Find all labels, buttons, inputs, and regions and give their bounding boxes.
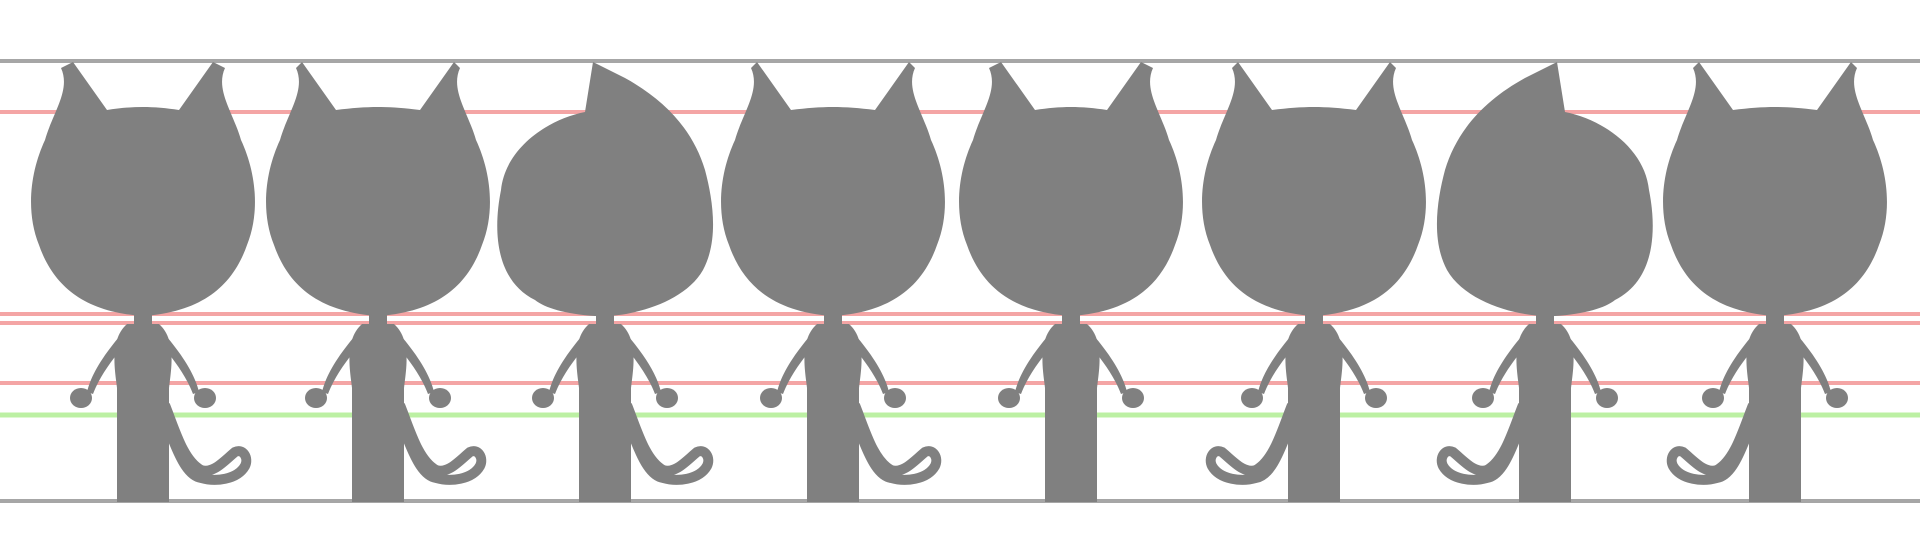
cat-paw	[1122, 388, 1144, 408]
cat-paw	[1365, 388, 1387, 408]
cat-head	[497, 62, 714, 317]
cat-right-arm	[157, 330, 199, 394]
cat-tail	[1436, 403, 1528, 485]
cat-torso	[1746, 324, 1804, 502]
silhouette-row	[31, 62, 1887, 502]
cat-right-arm	[619, 330, 661, 394]
cat-tail	[395, 403, 487, 485]
cat-right-arm	[1789, 330, 1831, 394]
cat-paw	[1472, 388, 1494, 408]
cat-paw	[70, 388, 92, 408]
cat-head	[1202, 62, 1426, 316]
red-guide-line	[0, 381, 1920, 385]
cat-paw	[1826, 388, 1848, 408]
cat-paw	[760, 388, 782, 408]
red-guide-line	[0, 321, 1920, 325]
red-guide-line	[0, 110, 1920, 114]
cat-head	[959, 62, 1183, 316]
cat-left-arm	[87, 330, 129, 394]
cat-silhouette-front	[31, 62, 255, 502]
cat-head	[31, 62, 255, 316]
cat-paw	[1596, 388, 1618, 408]
cat-tail	[622, 403, 714, 485]
cat-head	[721, 62, 945, 316]
cat-neck	[134, 312, 152, 326]
cat-silhouette-side-right	[497, 62, 714, 502]
cat-neck	[1062, 312, 1080, 326]
cat-torso	[1042, 324, 1100, 502]
cat-left-arm	[1015, 330, 1057, 394]
cat-neck	[596, 312, 614, 326]
cat-torso	[804, 324, 862, 502]
cat-silhouette-front-three-quarter-left	[1663, 62, 1887, 502]
cat-left-arm	[1489, 330, 1531, 394]
cat-left-arm	[549, 330, 591, 394]
cat-paw	[194, 388, 216, 408]
cat-paw	[532, 388, 554, 408]
cat-right-arm	[1328, 330, 1370, 394]
guide-lines	[0, 59, 1920, 503]
cat-right-arm	[392, 330, 434, 394]
cat-torso	[114, 324, 172, 502]
cat-head	[266, 62, 490, 316]
cat-tail	[1205, 403, 1297, 485]
cat-neck	[1766, 312, 1784, 326]
cat-paw	[429, 388, 451, 408]
cat-torso	[1285, 324, 1343, 502]
cat-neck	[369, 312, 387, 326]
cat-tail	[850, 403, 942, 485]
cat-paw	[656, 388, 678, 408]
cat-left-arm	[322, 330, 364, 394]
cat-paw	[305, 388, 327, 408]
boundary-guide-line	[0, 499, 1920, 503]
cat-silhouette-back-three-quarter-right	[721, 62, 945, 502]
cat-paw	[1241, 388, 1263, 408]
cat-silhouette-side-left	[1436, 62, 1653, 502]
cat-right-arm	[847, 330, 889, 394]
cat-paw	[998, 388, 1020, 408]
cat-silhouette-front-three-quarter-right	[266, 62, 490, 502]
cat-torso	[1516, 324, 1574, 502]
cat-right-arm	[1085, 330, 1127, 394]
cat-tail	[160, 403, 252, 485]
cat-left-arm	[1258, 330, 1300, 394]
red-guide-line	[0, 312, 1920, 316]
cat-neck	[824, 312, 842, 326]
cat-neck	[1536, 312, 1554, 326]
cat-head	[1436, 62, 1653, 317]
cat-head	[1663, 62, 1887, 316]
cat-neck	[1305, 312, 1323, 326]
cat-left-arm	[1719, 330, 1761, 394]
cat-paw	[884, 388, 906, 408]
cat-silhouette-back-three-quarter-left	[1202, 62, 1426, 502]
green-guide-line	[0, 412, 1920, 418]
cat-silhouette-back	[959, 62, 1183, 502]
cat-right-arm	[1559, 330, 1601, 394]
cat-torso	[576, 324, 634, 502]
boundary-guide-line	[0, 59, 1920, 63]
cat-tail	[1666, 403, 1758, 485]
cat-left-arm	[777, 330, 819, 394]
cat-paw	[1702, 388, 1724, 408]
cat-torso	[349, 324, 407, 502]
